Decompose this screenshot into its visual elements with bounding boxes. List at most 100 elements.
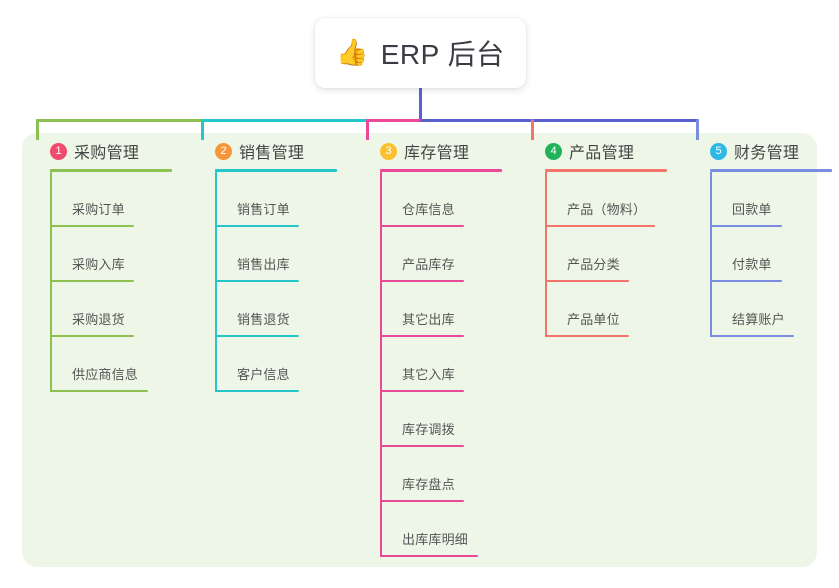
branch-title: 库存管理: [404, 145, 470, 162]
root-node-card[interactable]: 👍 ERP 后台: [315, 18, 526, 88]
leaf-item-label: 销售订单: [237, 202, 290, 217]
leaf-item[interactable]: 产品库存: [380, 227, 502, 282]
thumbs-up-icon: 👍: [336, 38, 369, 68]
branch-items: 产品（物料） 产品分类产品单位: [545, 172, 667, 337]
branch-number-badge: 3: [380, 142, 397, 160]
leaf-item-underline: [215, 225, 299, 227]
leaf-item-underline: [380, 225, 464, 227]
leaf-item[interactable]: 供应商信息: [50, 337, 172, 392]
leaf-item-underline: [380, 555, 478, 557]
leaf-item-underline: [215, 280, 299, 282]
leaf-item[interactable]: 其它入库: [380, 337, 502, 392]
branch-underline: [380, 169, 502, 172]
leaf-item-underline: [380, 445, 464, 447]
branch-underline: [710, 169, 832, 172]
branch-spine: [215, 172, 217, 392]
leaf-item[interactable]: 其它出库: [380, 282, 502, 337]
root-node-title: ERP 后台: [380, 39, 505, 70]
leaf-item[interactable]: 产品单位: [545, 282, 667, 337]
leaf-item-label: 产品库存: [402, 257, 455, 272]
branch-underline: [215, 169, 337, 172]
leaf-item-underline: [545, 280, 629, 282]
branch-items: 回款单付款单结算账户: [710, 172, 832, 337]
branch-title: 销售管理: [239, 145, 305, 162]
branch-column-1: 1 采购管理采购订单采购入库采购退货供应商信息: [36, 133, 172, 392]
branch-underline: [545, 169, 667, 172]
leaf-item-label: 库存盘点: [402, 477, 455, 492]
root-node-content: 👍 ERP 后台: [336, 33, 504, 73]
leaf-item-label: 出库库明细: [402, 532, 469, 547]
leaf-item-underline: [215, 390, 299, 392]
branch-spine: [545, 172, 547, 337]
leaf-item-underline: [380, 335, 464, 337]
leaf-item-underline: [50, 335, 134, 337]
branch-underline: [50, 169, 172, 172]
branch-header-5[interactable]: 5 财务管理: [696, 133, 832, 169]
leaf-item-underline: [380, 390, 464, 392]
branch-header-3[interactable]: 3 库存管理: [366, 133, 502, 169]
leaf-item[interactable]: 产品分类: [545, 227, 667, 282]
leaf-item[interactable]: 客户信息: [215, 337, 337, 392]
branch-number-badge: 5: [710, 142, 727, 160]
leaf-item[interactable]: 采购订单: [50, 172, 172, 227]
leaf-item-underline: [215, 335, 299, 337]
leaf-item-label: 供应商信息: [72, 367, 139, 382]
branch-spine: [380, 172, 382, 557]
branch-header-1[interactable]: 1 采购管理: [36, 133, 172, 169]
leaf-item-underline: [380, 500, 464, 502]
leaf-item-label: 采购入库: [72, 257, 125, 272]
leaf-item[interactable]: 销售退货: [215, 282, 337, 337]
diagram-panel-background: [22, 133, 817, 567]
leaf-item-underline: [710, 225, 782, 227]
leaf-item[interactable]: 库存盘点: [380, 447, 502, 502]
branch-spine: [710, 172, 712, 337]
leaf-item-label: 产品（物料）: [567, 202, 647, 217]
leaf-item-underline: [380, 280, 464, 282]
branch-items: 采购订单采购入库采购退货供应商信息: [50, 172, 172, 392]
leaf-item[interactable]: 库存调拨: [380, 392, 502, 447]
branch-number-badge: 1: [50, 142, 67, 160]
leaf-item-underline: [545, 335, 629, 337]
leaf-item-label: 付款单: [732, 257, 772, 272]
leaf-item-label: 仓库信息: [402, 202, 455, 217]
leaf-item[interactable]: 出库库明细: [380, 502, 502, 557]
branch-items: 销售订单销售出库销售退货客户信息: [215, 172, 337, 392]
branch-column-5: 5 财务管理回款单付款单结算账户: [696, 133, 832, 337]
leaf-item-label: 回款单: [732, 202, 772, 217]
leaf-item-underline: [50, 390, 148, 392]
leaf-item[interactable]: 付款单: [710, 227, 832, 282]
leaf-item-label: 产品单位: [567, 312, 620, 327]
leaf-item-label: 产品分类: [567, 257, 620, 272]
leaf-item-underline: [50, 225, 134, 227]
leaf-item-underline: [50, 280, 134, 282]
branch-number-badge: 4: [545, 142, 562, 160]
leaf-item-label: 采购退货: [72, 312, 125, 327]
leaf-item-label: 结算账户: [732, 312, 785, 327]
leaf-item-label: 销售出库: [237, 257, 290, 272]
leaf-item[interactable]: 回款单: [710, 172, 832, 227]
leaf-item-label: 采购订单: [72, 202, 125, 217]
leaf-item[interactable]: 销售出库: [215, 227, 337, 282]
leaf-item[interactable]: 结算账户: [710, 282, 832, 337]
leaf-item-label: 库存调拨: [402, 422, 455, 437]
branch-title: 采购管理: [74, 145, 140, 162]
leaf-item-label: 销售退货: [237, 312, 290, 327]
leaf-item-underline: [710, 335, 794, 337]
branch-column-3: 3 库存管理仓库信息产品库存其它出库其它入库库存调拨库存盘点出库库明细: [366, 133, 502, 557]
leaf-item-label: 其它出库: [402, 312, 455, 327]
branch-spine: [50, 172, 52, 392]
leaf-item[interactable]: 仓库信息: [380, 172, 502, 227]
leaf-item[interactable]: 采购入库: [50, 227, 172, 282]
leaf-item[interactable]: 销售订单: [215, 172, 337, 227]
leaf-item[interactable]: 采购退货: [50, 282, 172, 337]
leaf-item[interactable]: 产品（物料）: [545, 172, 667, 227]
leaf-item-underline: [545, 225, 655, 227]
leaf-item-underline: [710, 280, 782, 282]
branch-title: 财务管理: [734, 145, 800, 162]
branch-items: 仓库信息产品库存其它出库其它入库库存调拨库存盘点出库库明细: [380, 172, 502, 557]
